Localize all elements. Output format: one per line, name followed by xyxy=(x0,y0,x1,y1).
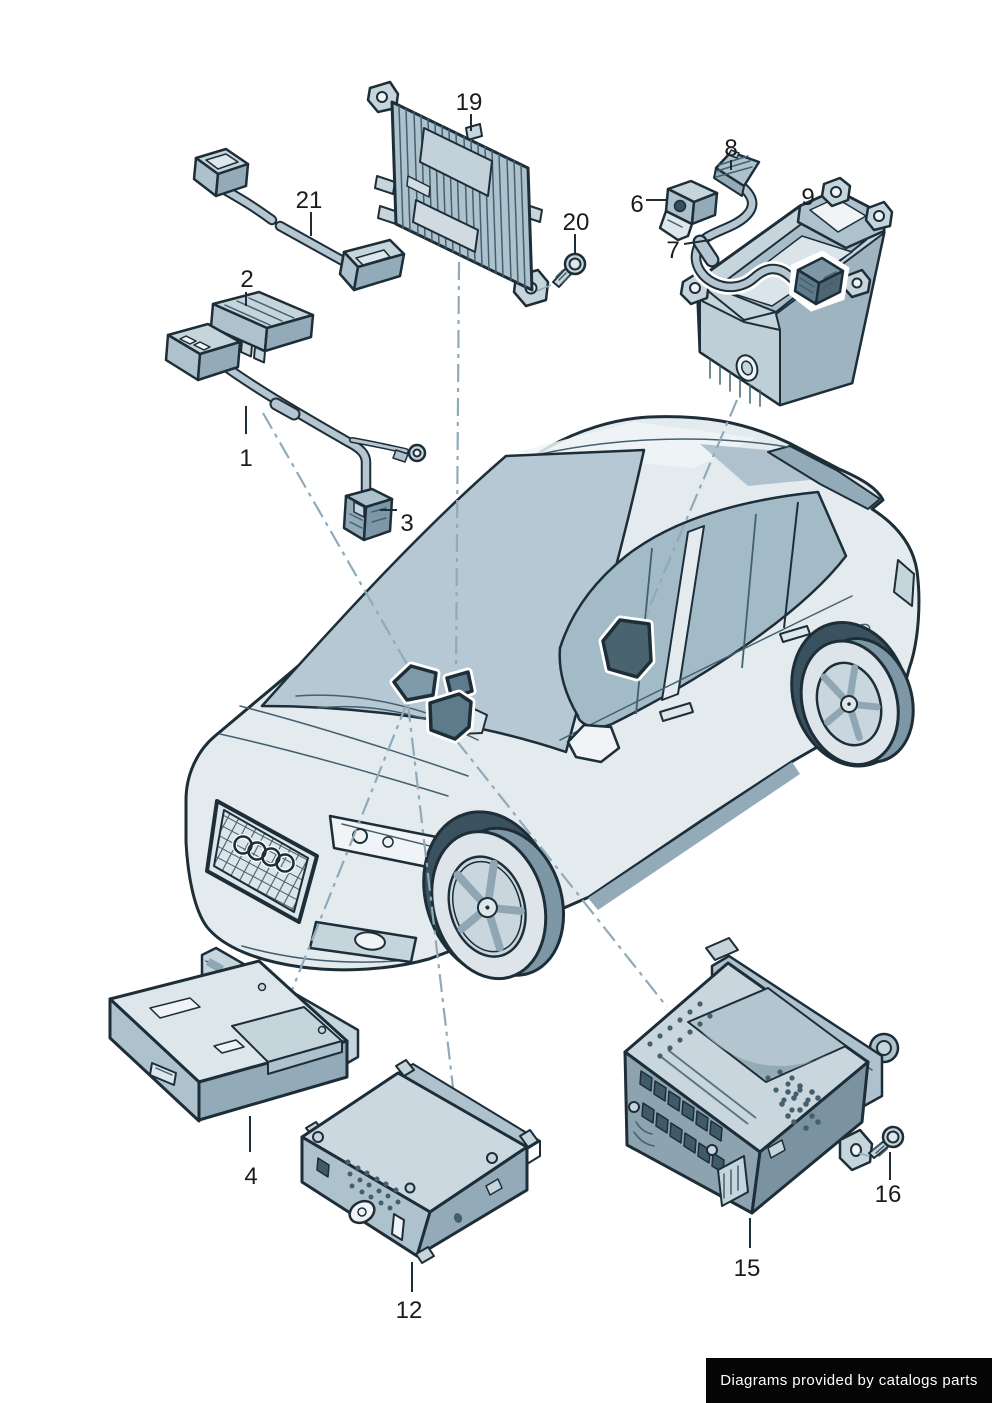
callout-6: 6 xyxy=(630,191,643,218)
ring-terminal xyxy=(392,443,427,463)
marker-windshield-1 xyxy=(389,661,441,705)
part-16-screw xyxy=(857,1125,905,1159)
callout-12: 12 xyxy=(396,1297,423,1324)
callout-21: 21 xyxy=(296,187,323,214)
part-20-screw xyxy=(536,252,587,292)
b-pillar xyxy=(661,525,705,701)
part-3-connector xyxy=(342,487,394,542)
callout-3: 3 xyxy=(400,510,413,537)
vent-holes xyxy=(345,1159,401,1211)
callout-4: 4 xyxy=(244,1163,257,1190)
part-12-radio-unit xyxy=(300,1059,541,1264)
callouts: 1 2 3 4 6 7 8 9 12 15 16 19 20 21 xyxy=(239,89,901,1324)
marker-side-window xyxy=(598,615,656,682)
hood-creases xyxy=(219,705,469,797)
part-1-wiring-harness xyxy=(164,322,427,498)
part-8-connector xyxy=(713,149,761,197)
cable-end-connector xyxy=(788,250,850,312)
part-4-module xyxy=(108,946,360,1123)
mount-ears xyxy=(679,176,894,306)
callout-7: 7 xyxy=(666,237,679,264)
honeycomb-holes xyxy=(779,1083,821,1131)
callout-16: 16 xyxy=(875,1181,902,1208)
location-markers xyxy=(389,615,656,744)
leader-lines xyxy=(262,261,739,1097)
part-9-bracket-box xyxy=(679,176,894,407)
part-15-head-unit xyxy=(623,937,900,1215)
front-wheel xyxy=(422,810,566,981)
audi-rings-icon xyxy=(232,834,296,874)
watermark-text: Diagrams provided by catalogs parts xyxy=(720,1372,978,1389)
front-door-handle xyxy=(659,702,694,722)
marker-windshield-3 xyxy=(425,689,476,744)
callout-15: 15 xyxy=(734,1255,761,1282)
top-vent-holes xyxy=(647,1001,811,1113)
part-6-retainer xyxy=(658,179,719,242)
rocker-shadow xyxy=(588,762,800,910)
part-7-cable xyxy=(688,177,850,312)
door-mirror xyxy=(566,723,621,764)
callout-20: 20 xyxy=(563,209,590,236)
callout-8: 8 xyxy=(724,135,737,162)
callout-2: 2 xyxy=(240,266,253,293)
watermark-bar: Diagrams provided by catalogs parts xyxy=(706,1358,992,1403)
part-21-adapter-cable xyxy=(192,147,406,292)
part-19-control-unit xyxy=(366,80,550,308)
vehicle-illustration xyxy=(184,415,921,981)
callout-19: 19 xyxy=(456,89,483,116)
callout-9: 9 xyxy=(801,184,814,211)
callout-1: 1 xyxy=(239,445,252,472)
grille xyxy=(205,799,319,924)
rear-wheel xyxy=(790,620,915,768)
